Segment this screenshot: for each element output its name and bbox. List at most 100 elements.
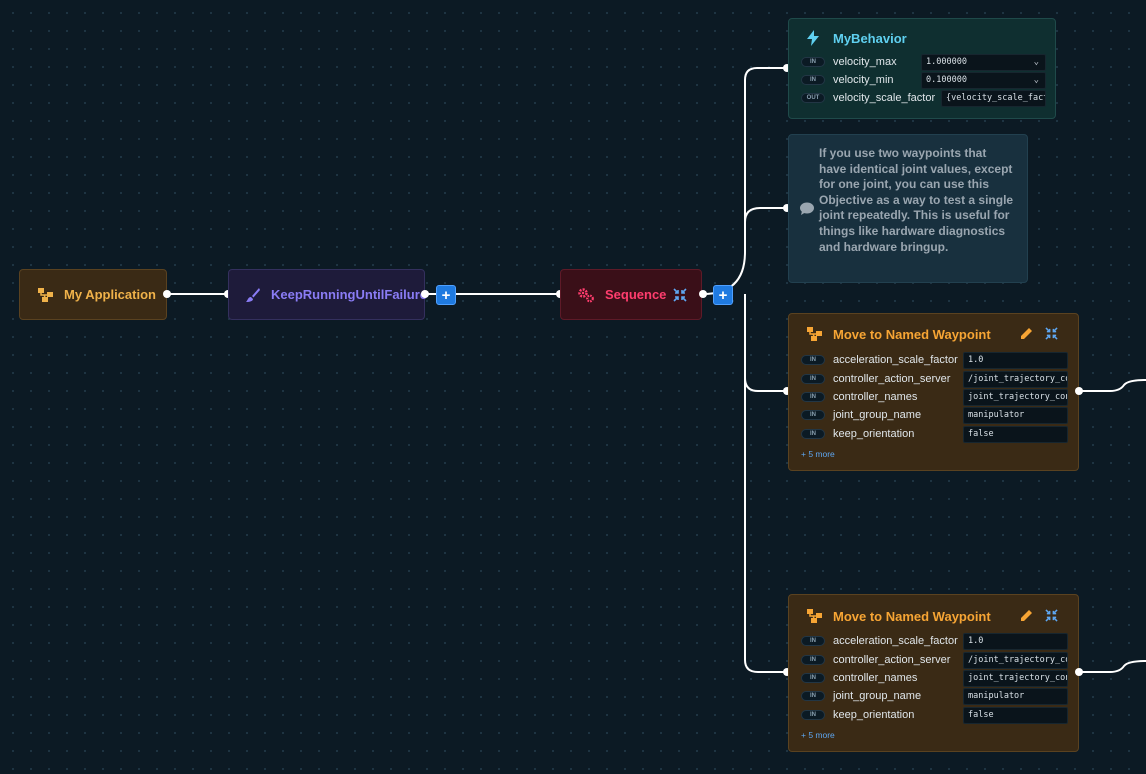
edge-sequence-waypoint2 bbox=[744, 300, 787, 673]
port-value-select[interactable]: 0.100000 ⌄ bbox=[921, 72, 1046, 89]
port-row: IN velocity_min bbox=[801, 71, 1045, 88]
input-handle[interactable] bbox=[783, 668, 791, 676]
port-direction: IN bbox=[801, 635, 825, 646]
node-my-application[interactable]: My Application bbox=[19, 269, 167, 320]
port-value-input[interactable]: 1.0 bbox=[963, 633, 1068, 650]
chevron-down-icon: ⌄ bbox=[1033, 57, 1039, 67]
collapse-icon[interactable] bbox=[1045, 327, 1058, 345]
collapse-icon[interactable] bbox=[673, 288, 687, 305]
port-value: manipulator bbox=[968, 691, 1025, 701]
output-handle[interactable] bbox=[1075, 668, 1083, 676]
port-value: /joint_trajectory_controller/follow_join… bbox=[968, 374, 1067, 384]
port-row: IN controller_action_server bbox=[801, 370, 1068, 387]
port-value-input[interactable]: {velocity_scale_factor} bbox=[941, 90, 1046, 107]
port-value-input[interactable]: manipulator bbox=[963, 407, 1068, 424]
port-direction: OUT bbox=[801, 92, 825, 103]
brush-icon bbox=[245, 286, 261, 304]
port-row: IN keep_orientation bbox=[801, 425, 1068, 442]
lightning-icon bbox=[807, 30, 819, 51]
port-direction: IN bbox=[801, 409, 825, 420]
node-actions bbox=[1020, 609, 1058, 627]
port-value: 1.0 bbox=[968, 355, 984, 365]
port-row: IN controller_names bbox=[801, 388, 1068, 405]
comment-icon bbox=[800, 202, 814, 220]
port-name: controller_action_server bbox=[833, 372, 951, 385]
port-direction: IN bbox=[801, 373, 825, 384]
node-my-behavior[interactable]: MyBehavior IN velocity_max 1.000000 ⌄ IN… bbox=[788, 18, 1056, 119]
port-value-input[interactable]: joint_trajectory_controller bbox=[963, 389, 1068, 406]
input-handle[interactable] bbox=[783, 64, 791, 72]
tree-icon bbox=[807, 327, 822, 346]
port-name: keep_orientation bbox=[833, 708, 915, 721]
port-value: 1.000000 bbox=[926, 57, 967, 67]
port-row: IN joint_group_name bbox=[801, 687, 1068, 704]
tree-icon bbox=[36, 286, 54, 304]
add-child-button[interactable]: + bbox=[436, 285, 456, 305]
comment-text: If you use two waypoints that have ident… bbox=[819, 146, 1014, 254]
port-value-input[interactable]: joint_trajectory_controller bbox=[963, 670, 1068, 687]
port-name: acceleration_scale_factor bbox=[833, 634, 958, 647]
port-value: joint_trajectory_controller bbox=[968, 673, 1068, 683]
port-name: controller_names bbox=[833, 390, 918, 403]
port-value: {velocity_scale_factor} bbox=[946, 93, 1045, 103]
port-direction: IN bbox=[801, 74, 825, 85]
port-value-input[interactable]: false bbox=[963, 426, 1068, 443]
port-name: velocity_min bbox=[833, 73, 894, 86]
port-value: /joint_trajectory_controller/follow_join… bbox=[968, 655, 1067, 665]
show-more-link[interactable]: + 5 more bbox=[801, 730, 835, 740]
port-name: acceleration_scale_factor bbox=[833, 353, 958, 366]
port-row: OUT velocity_scale_factor bbox=[801, 89, 1045, 106]
port-direction: IN bbox=[801, 672, 825, 683]
node-title: MyBehavior bbox=[833, 31, 907, 46]
edge-sequence-waypoint1 bbox=[744, 294, 787, 392]
port-name: joint_group_name bbox=[833, 408, 922, 421]
node-comment[interactable]: If you use two waypoints that have ident… bbox=[788, 134, 1028, 283]
port-row: IN keep_orientation bbox=[801, 706, 1068, 723]
port-value-input[interactable]: /joint_trajectory_controller/follow_join… bbox=[963, 652, 1068, 669]
port-value: false bbox=[968, 429, 994, 439]
port-value: manipulator bbox=[968, 410, 1025, 420]
input-handle[interactable] bbox=[783, 387, 791, 395]
port-value: false bbox=[968, 710, 994, 720]
pencil-icon[interactable] bbox=[1020, 327, 1033, 345]
port-name: keep_orientation bbox=[833, 427, 915, 440]
output-handle[interactable] bbox=[1075, 387, 1083, 395]
chevron-down-icon: ⌄ bbox=[1033, 75, 1039, 85]
port-direction: IN bbox=[801, 654, 825, 665]
output-handle[interactable] bbox=[163, 290, 171, 298]
node-label: My Application bbox=[64, 287, 156, 302]
port-row: IN acceleration_scale_factor bbox=[801, 632, 1068, 649]
collapse-icon[interactable] bbox=[1045, 609, 1058, 627]
node-sequence[interactable]: Sequence bbox=[560, 269, 702, 320]
node-label: Sequence bbox=[605, 287, 667, 302]
node-actions bbox=[1020, 327, 1058, 345]
edge-sequence-comment bbox=[744, 207, 787, 223]
output-handle[interactable] bbox=[699, 290, 707, 298]
edge-sequence-behavior bbox=[702, 67, 787, 295]
output-handle[interactable] bbox=[421, 290, 429, 298]
node-title: Move to Named Waypoint bbox=[833, 609, 991, 624]
node-move-to-named-waypoint[interactable]: Move to Named Waypoint IN acceleration_s… bbox=[788, 594, 1079, 752]
port-name: controller_names bbox=[833, 671, 918, 684]
node-keep-running-until-failure[interactable]: KeepRunningUntilFailure bbox=[228, 269, 427, 320]
port-value-select[interactable]: 1.000000 ⌄ bbox=[921, 54, 1046, 71]
show-more-link[interactable]: + 5 more bbox=[801, 449, 835, 459]
port-name: velocity_max bbox=[833, 55, 897, 68]
port-value: 1.0 bbox=[968, 636, 984, 646]
port-value-input[interactable]: false bbox=[963, 707, 1068, 724]
port-name: velocity_scale_factor bbox=[833, 91, 936, 104]
pencil-icon[interactable] bbox=[1020, 609, 1033, 627]
node-label: KeepRunningUntilFailure bbox=[271, 287, 427, 302]
edge-waypoint1-out bbox=[1079, 379, 1146, 392]
edge-waypoint2-out bbox=[1079, 660, 1146, 673]
input-handle[interactable] bbox=[783, 204, 791, 212]
port-direction: IN bbox=[801, 391, 825, 402]
add-child-button[interactable]: + bbox=[713, 285, 733, 305]
node-move-to-named-waypoint[interactable]: Move to Named Waypoint IN acceleration_s… bbox=[788, 313, 1079, 471]
port-row: IN velocity_max bbox=[801, 53, 1045, 70]
port-value-input[interactable]: /joint_trajectory_controller/follow_join… bbox=[963, 371, 1068, 388]
port-value-input[interactable]: manipulator bbox=[963, 688, 1068, 705]
port-value-input[interactable]: 1.0 bbox=[963, 352, 1068, 369]
port-row: IN controller_names bbox=[801, 669, 1068, 686]
port-value: joint_trajectory_controller bbox=[968, 392, 1068, 402]
